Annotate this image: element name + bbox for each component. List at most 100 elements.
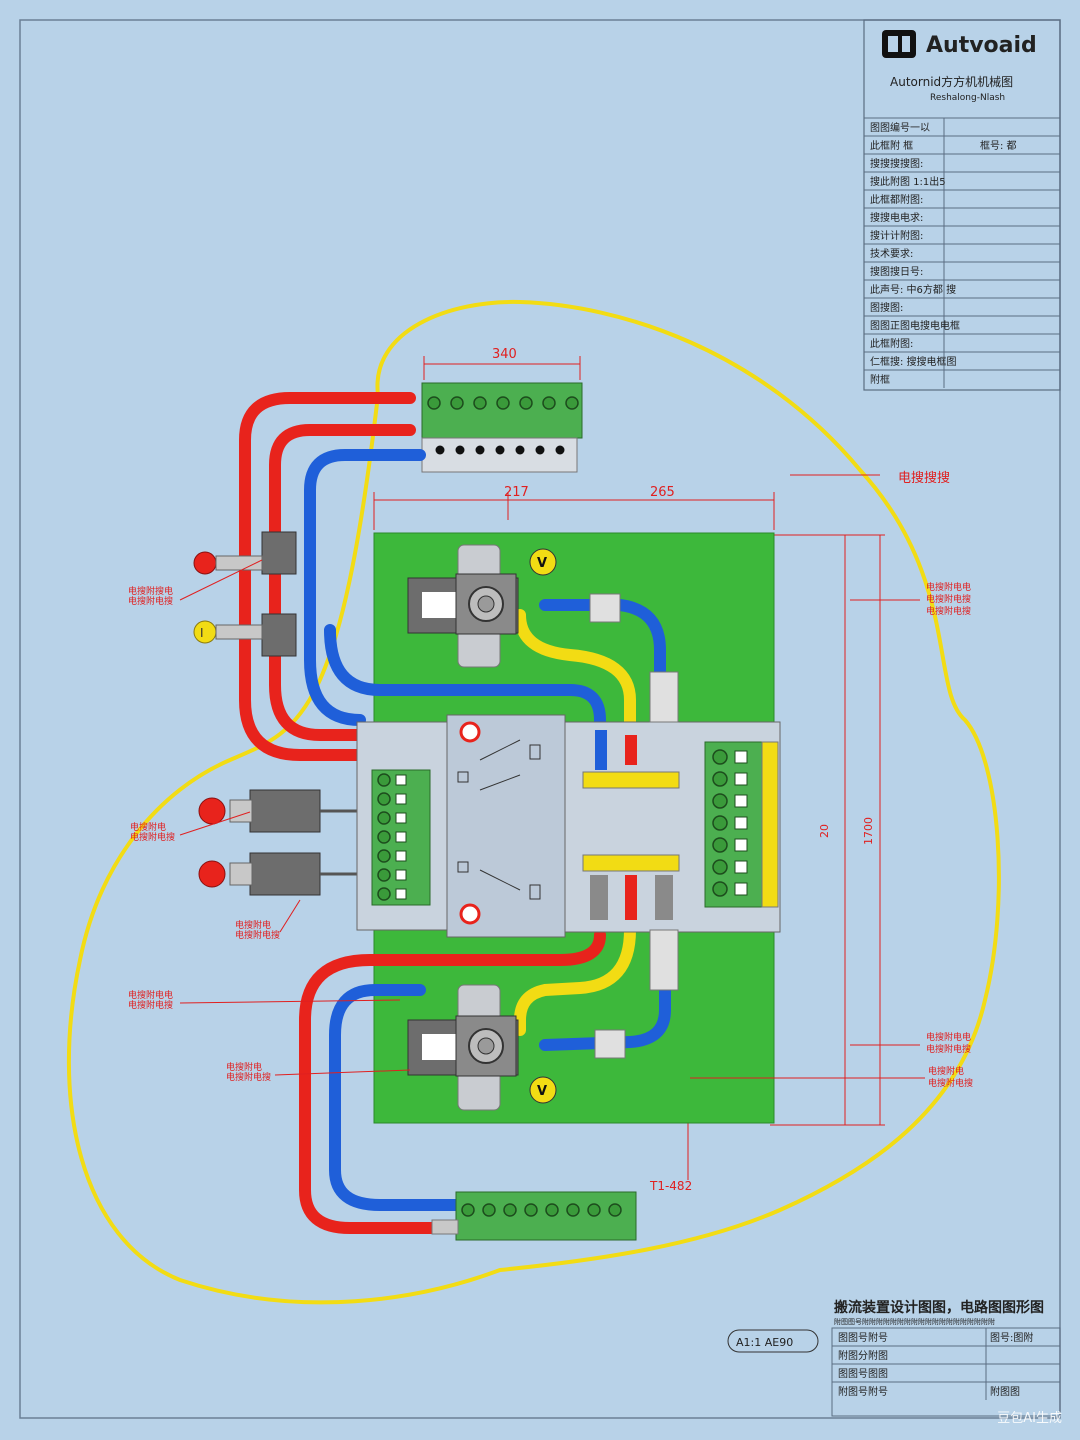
title-row-label: 搜计计附图:	[870, 229, 923, 242]
title-row-label: 技术要求:	[870, 247, 913, 260]
terminal-hole-icon	[435, 445, 445, 455]
left-actuators	[198, 789, 360, 896]
title-row-label: 图图正图电搜电电框	[870, 319, 960, 332]
red-button-icon	[198, 797, 226, 825]
terminal-screw-icon	[482, 1203, 496, 1217]
sheet-border	[19, 19, 1061, 1419]
title-row-label: 图图编号一以	[870, 121, 930, 134]
dim-vertical-1: 20	[818, 824, 831, 838]
yellow-loop-wire	[66, 299, 1001, 1305]
svg-text:电搜附电电: 电搜附电电	[926, 581, 971, 593]
title-subtitle: Autornid方方机机械图	[890, 74, 1013, 89]
dim-bottom-note: T1-482	[649, 1179, 692, 1193]
terminal-screw-icon	[377, 792, 391, 806]
svg-text:电搜附电: 电搜附电	[928, 1065, 964, 1077]
terminal-screw-icon	[496, 396, 510, 410]
title-subtitle-2: Reshalong-Nlash	[930, 93, 1005, 103]
terminal-screw-icon	[565, 396, 579, 410]
terminal-slot-icon	[395, 850, 407, 862]
svg-text:V: V	[537, 556, 547, 571]
title-row-label: 此框附图:	[870, 337, 913, 350]
terminal-screw-icon	[712, 881, 728, 897]
terminal-screw-icon	[377, 849, 391, 863]
terminal-block-bottom	[431, 1191, 637, 1241]
terminal-slot-icon	[734, 750, 748, 764]
terminal-block-top	[421, 382, 583, 473]
terminal-screw-icon	[566, 1203, 580, 1217]
title-row-label: 搜搜电电求:	[870, 211, 923, 224]
terminal-screw-icon	[503, 1203, 517, 1217]
terminal-screw-icon	[712, 771, 728, 787]
terminal-slot-icon	[395, 831, 407, 843]
wires	[239, 392, 671, 1234]
indicator-v-top-icon	[529, 548, 557, 576]
svg-text:电搜附电搜: 电搜附电搜	[928, 1077, 973, 1089]
terminal-slot-icon	[734, 772, 748, 786]
svg-text:电搜附搜电: 电搜附搜电	[128, 585, 173, 597]
title-row-label: 仁框搜: 搜搜电框图	[870, 355, 957, 368]
terminal-screw-icon	[377, 773, 391, 787]
dim-right-span: 265	[650, 485, 675, 500]
terminal-hole-icon	[455, 445, 465, 455]
terminal-screw-icon	[712, 859, 728, 875]
terminal-screw-icon	[461, 1203, 475, 1217]
terminal-slot-icon	[734, 838, 748, 852]
title-block: Autvoaid Autornid方方机机械图 Reshalong-Nlash …	[863, 19, 1061, 391]
terminal-slot-icon	[734, 816, 748, 830]
svg-text:I: I	[200, 626, 204, 640]
svg-text:电搜附电: 电搜附电	[226, 1061, 262, 1073]
terminal-screw-icon	[542, 396, 556, 410]
motor-assembly-bottom: V	[407, 984, 626, 1111]
terminal-hole-icon	[475, 445, 485, 455]
title-row-label: 此声号: 中6方都 搜	[870, 283, 956, 296]
callout-right-top: 电搜搜搜	[898, 471, 950, 486]
central-control-module	[356, 671, 781, 991]
dim-left-offset: 217	[504, 485, 529, 500]
bottom-row-value: 附图图	[990, 1385, 1020, 1398]
bottom-subtitle: 附图图号附附附附附附附附附附附附附附附附附附附	[834, 1317, 995, 1326]
svg-text:电搜附电搜: 电搜附电搜	[130, 831, 175, 843]
left-sensor-cluster: I	[193, 531, 297, 657]
svg-text:电搜附电: 电搜附电	[130, 821, 166, 833]
title-row-label: 图搜图:	[870, 301, 903, 314]
terminal-screw-icon	[712, 837, 728, 853]
terminal-hole-icon	[555, 445, 565, 455]
svg-text:V: V	[537, 1084, 547, 1099]
title-row-label: 附框	[870, 373, 890, 386]
terminal-slot-icon	[734, 860, 748, 874]
terminal-screw-icon	[377, 887, 391, 901]
svg-text:电搜附电: 电搜附电	[235, 919, 271, 931]
terminal-slot-icon	[395, 774, 407, 786]
dim-vertical-2: 1700	[862, 817, 875, 845]
terminal-slot-icon	[395, 869, 407, 881]
terminal-screw-icon	[377, 868, 391, 882]
svg-text:电搜附电搜: 电搜附电搜	[235, 929, 280, 941]
terminal-slot-icon	[395, 888, 407, 900]
terminal-hole-icon	[495, 445, 505, 455]
terminal-slot-icon	[734, 882, 748, 896]
indicator-v-bottom-icon	[529, 1076, 557, 1104]
motor-assembly-top: V	[407, 544, 621, 668]
scale-badge: A1:1 AE90	[736, 1336, 793, 1349]
terminal-screw-icon	[473, 396, 487, 410]
terminal-screw-icon	[712, 793, 728, 809]
terminal-screw-icon	[377, 830, 391, 844]
dim-top-width: 340	[492, 347, 517, 362]
terminal-hole-icon	[535, 445, 545, 455]
title-row-label: 此框都附图:	[870, 193, 923, 206]
terminal-screw-icon	[377, 811, 391, 825]
title-row-value: 框号: 都	[980, 139, 1017, 152]
bottom-row-label: 附图号附号	[838, 1385, 888, 1398]
bottom-title: 搬流装置设计图图，电路图图形图	[834, 1299, 1044, 1316]
terminal-screw-icon	[427, 396, 441, 410]
terminal-screw-icon	[545, 1203, 559, 1217]
terminal-screw-icon	[712, 815, 728, 831]
svg-text:电搜附电搜: 电搜附电搜	[226, 1071, 271, 1083]
svg-text:电搜附电搜: 电搜附电搜	[926, 1043, 971, 1055]
title-row-label: 搜此附图 1:1出5	[870, 175, 946, 188]
terminal-screw-icon	[524, 1203, 538, 1217]
terminal-screw-icon	[450, 396, 464, 410]
red-lamp-icon	[193, 551, 217, 575]
terminal-slot-icon	[395, 793, 407, 805]
